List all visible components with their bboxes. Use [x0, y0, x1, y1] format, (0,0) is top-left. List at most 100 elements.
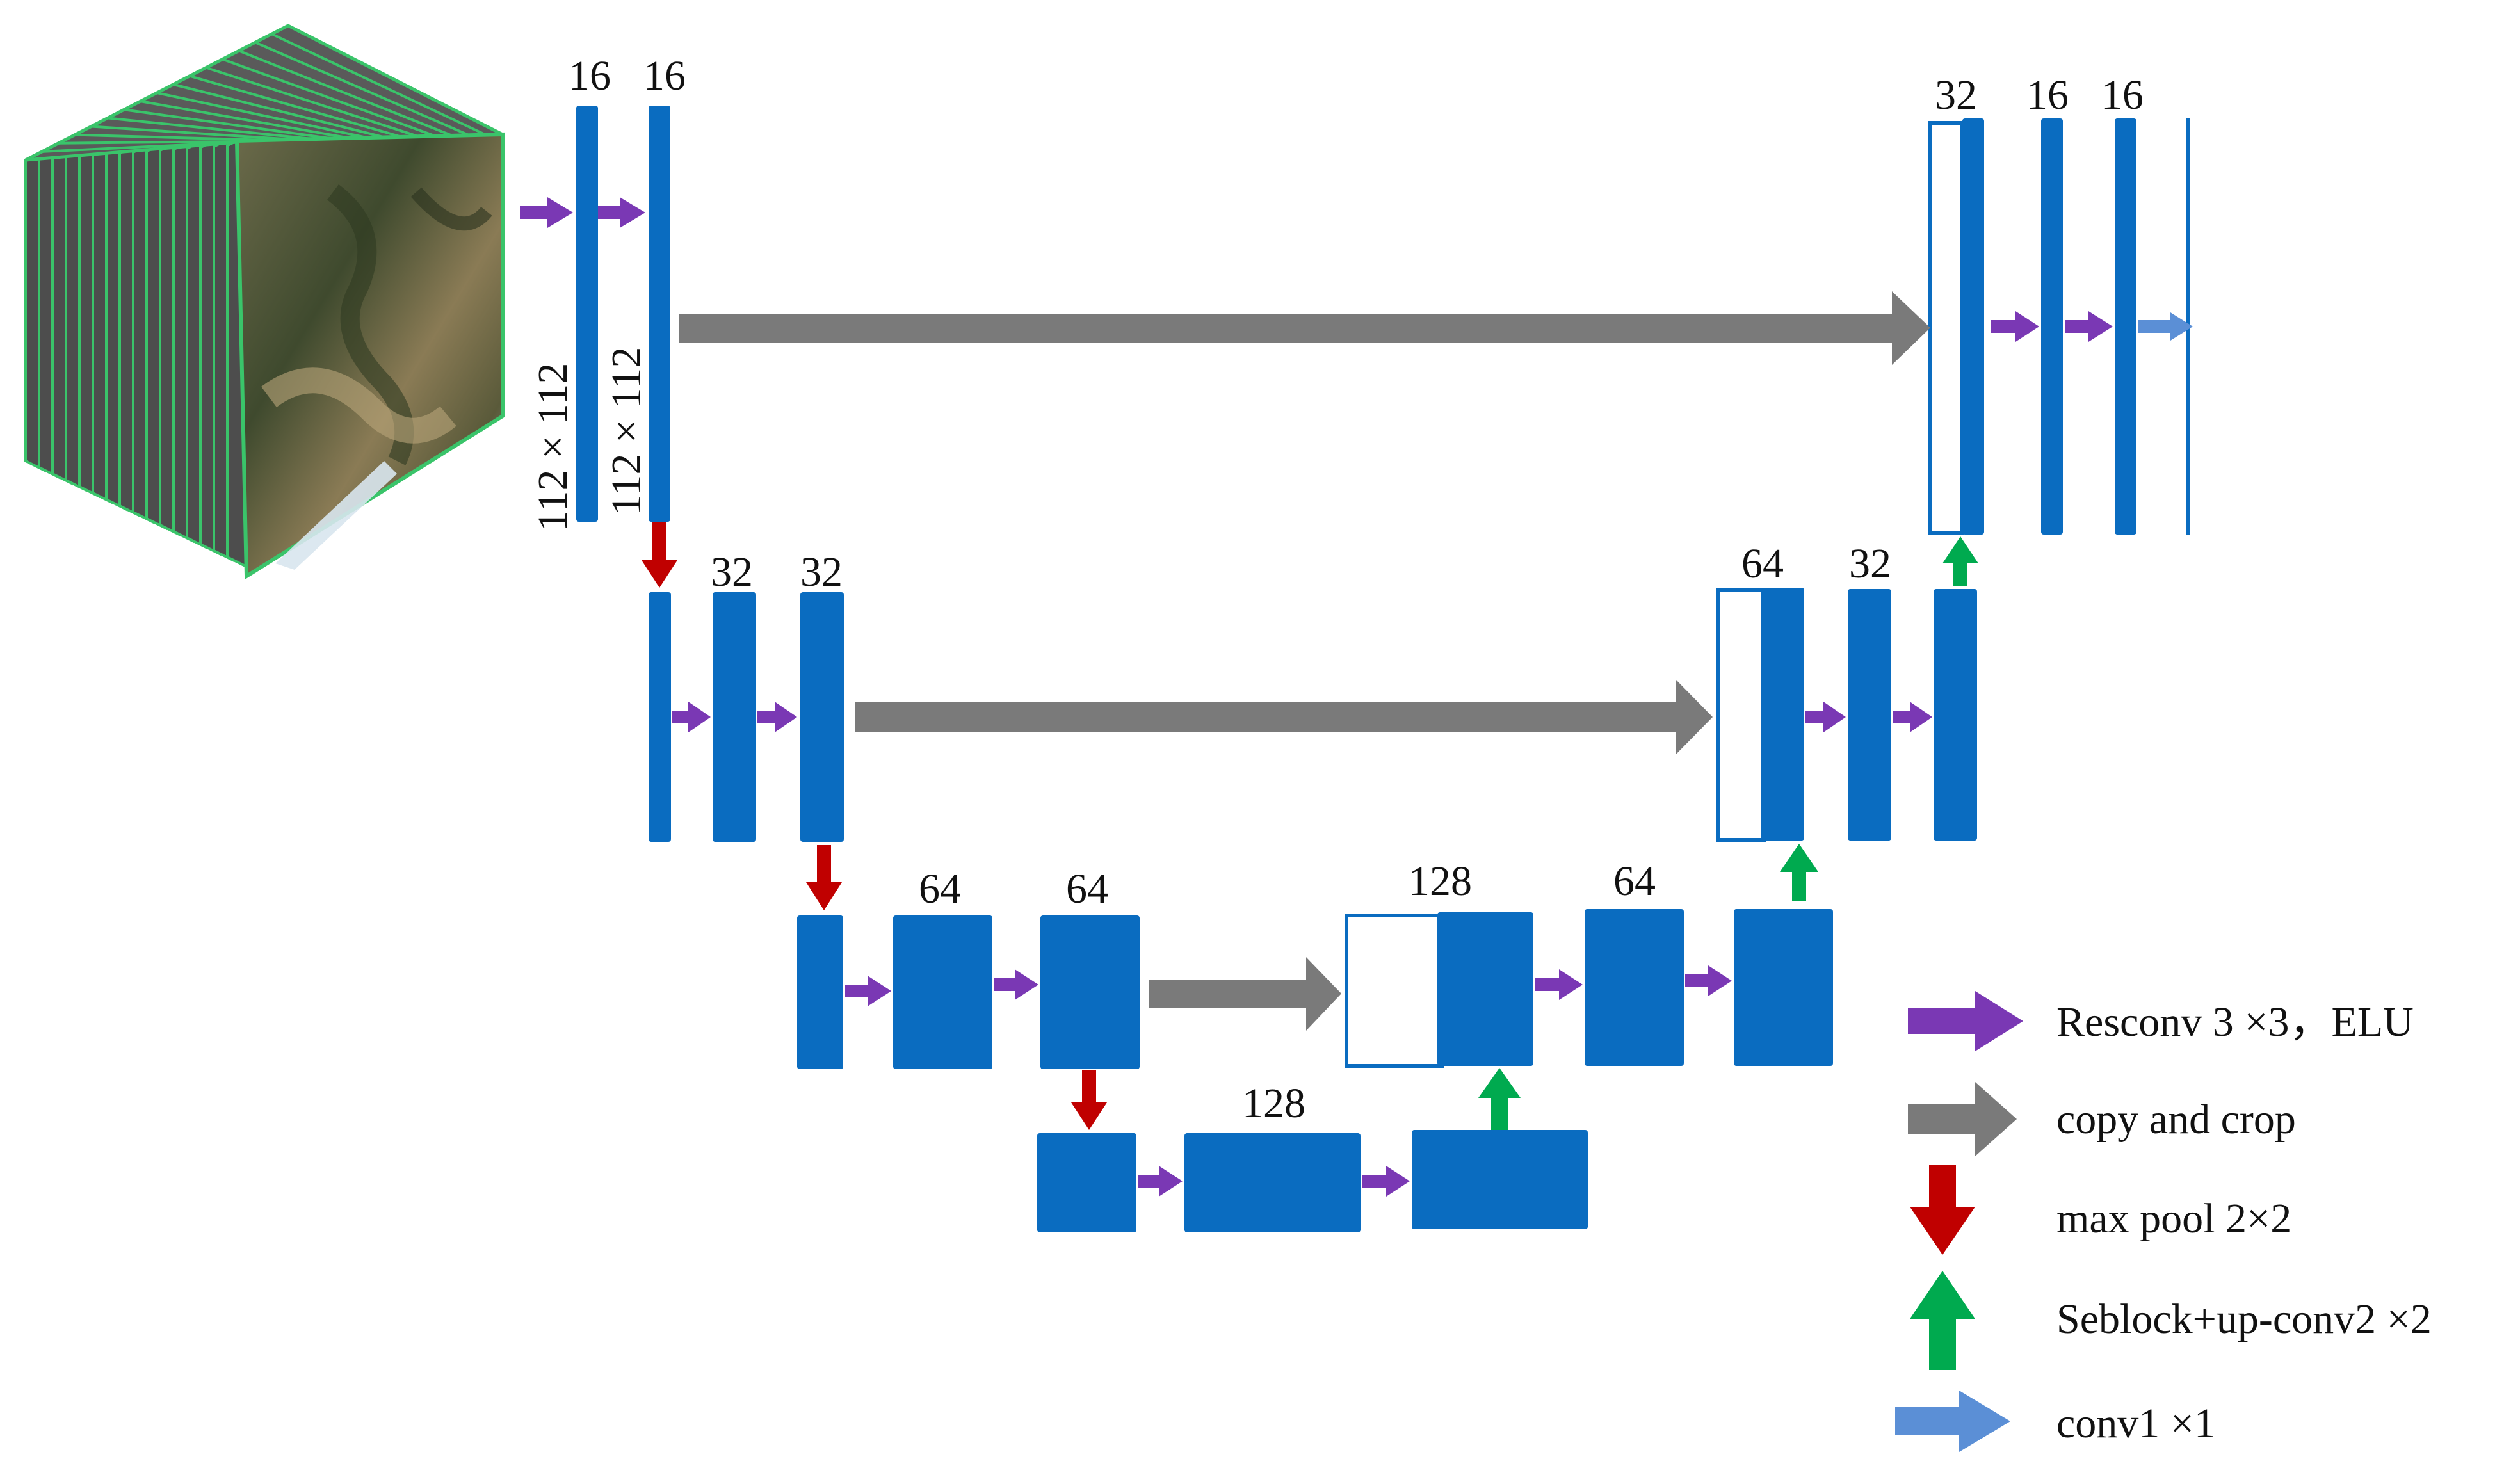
resconv-arrow-icon	[598, 197, 645, 228]
legend-label: Seblock+up-conv2 ×2	[2056, 1296, 2432, 1343]
dec3-concat-label: 128	[1409, 858, 1472, 905]
max-pool-arrows	[642, 522, 1107, 1130]
resconv-arrow-icon	[672, 702, 711, 732]
cube-top-slice-edge	[42, 140, 254, 153]
resconv-arrow-icon	[845, 976, 891, 1006]
legend: Resconv 3 ×3，ELU copy and crop max pool …	[1895, 991, 2432, 1452]
enc2-block-b	[800, 592, 844, 842]
bottleneck-block-pooled	[1037, 1133, 1136, 1232]
pool-arrow-icon	[642, 522, 677, 588]
enc1-block-a	[576, 106, 598, 522]
cube-top-slice-edge	[222, 58, 437, 138]
enc1-channel-label-a: 16	[569, 52, 611, 99]
legend-label: max pool 2×2	[2056, 1195, 2291, 1242]
up-arrow-icon	[1942, 536, 1978, 586]
satellite-image-stack-icon	[24, 24, 504, 569]
dec1-upconv-block	[1962, 118, 1984, 535]
pool-arrow-icon	[1071, 1070, 1107, 1130]
dec1-concat-label: 32	[1935, 72, 1977, 118]
enc1-size-label-b: 112 × 112	[603, 347, 650, 515]
cube-top-slice-edge	[58, 140, 270, 145]
cube-top-slice-edge	[124, 108, 337, 141]
cube-top-slice-edge	[156, 92, 370, 140]
legend-label: Resconv 3 ×3，ELU	[2056, 999, 2414, 1045]
legend-item-upconv: Seblock+up-conv2 ×2	[1910, 1271, 2432, 1370]
red-down-arrow-icon	[1910, 1165, 1975, 1255]
dec2-block-b	[1934, 589, 1977, 841]
cube-top-slice-edge	[206, 66, 420, 138]
legend-item-copy: copy and crop	[1908, 1082, 2296, 1156]
resconv-arrow-icon	[1362, 1166, 1410, 1197]
cube-top-slice-edge	[189, 74, 403, 139]
enc3-channel-label-b: 64	[1066, 866, 1108, 912]
enc3-block-b	[1040, 915, 1140, 1069]
resconv-arrow-icon	[2065, 311, 2113, 342]
enc2-channel-label-b: 32	[800, 549, 843, 595]
bottleneck-channel-label: 128	[1242, 1080, 1305, 1127]
cube-top-slice-edge	[173, 83, 387, 140]
dec2-copied-block	[1716, 588, 1766, 842]
resconv-arrow-icon	[1535, 969, 1583, 1000]
dec2-out-label: 32	[1849, 540, 1891, 587]
legend-label: conv1 ×1	[2056, 1400, 2215, 1447]
cube-top-slice-edge	[107, 117, 320, 141]
enc2-block-a	[713, 592, 756, 842]
bottleneck-block-b	[1412, 1130, 1588, 1229]
resconv-arrow-icon	[757, 702, 797, 732]
dec3-block-b	[1734, 909, 1833, 1066]
blue-arrow-icon	[1895, 1391, 2010, 1452]
enc3-block-pooled	[797, 915, 843, 1069]
copy-arrow-icon	[679, 291, 1930, 365]
enc2-block-pooled	[649, 592, 671, 842]
enc3-channel-label-a: 64	[919, 866, 961, 912]
dec3-block-a	[1585, 909, 1684, 1066]
cube-top-slice-edge	[140, 100, 353, 140]
enc3-block-a	[893, 915, 992, 1069]
up-arrow-icon	[1478, 1068, 1521, 1130]
resconv-arrow-icon	[1685, 965, 1732, 996]
cube-top-slice-edge	[238, 49, 453, 138]
green-up-arrow-icon	[1910, 1271, 1975, 1370]
purple-arrow-icon	[1908, 991, 2023, 1051]
bottleneck-block-a	[1184, 1133, 1361, 1232]
dec3-copied-block	[1345, 914, 1444, 1068]
legend-label: copy and crop	[2056, 1096, 2296, 1143]
dec2-block-a	[1848, 589, 1891, 841]
satellite-image-face	[234, 132, 505, 580]
dec1-channel-label-b: 16	[2101, 72, 2144, 118]
cube-top-slice-edge	[254, 41, 470, 137]
dec1-copied-block	[1928, 121, 1964, 535]
gray-arrow-icon	[1908, 1082, 2017, 1156]
dec1-block-b	[2115, 118, 2136, 535]
conv1-arrow-icon	[2138, 312, 2193, 341]
resconv-arrow-icon	[1805, 702, 1846, 732]
up-arrow-icon	[1780, 844, 1818, 901]
copy-and-crop-arrows	[679, 291, 1930, 1031]
resconv-arrow-icon	[1138, 1166, 1183, 1197]
cube-top-slice-edge	[91, 125, 303, 141]
resconv-arrow-icon	[1991, 311, 2039, 342]
resconv-arrow-icon	[994, 969, 1038, 1000]
legend-item-conv1: conv1 ×1	[1895, 1391, 2215, 1452]
dec1-block-a	[2041, 118, 2063, 535]
pool-arrow-icon	[806, 845, 842, 910]
enc2-channel-label-a: 32	[711, 549, 753, 595]
copy-arrow-icon	[855, 680, 1713, 754]
dec3-upconv-block	[1437, 912, 1533, 1066]
resconv-arrows	[520, 197, 2113, 1197]
enc1-size-label-a: 112 × 112	[529, 363, 576, 531]
dec1-channel-label-a: 16	[2026, 72, 2069, 118]
upconv-arrows	[1478, 536, 1978, 1130]
copy-arrow-icon	[1149, 957, 1341, 1031]
dec2-upconv-block	[1761, 588, 1804, 841]
enc1-channel-label-b: 16	[643, 52, 686, 99]
legend-item-maxpool: max pool 2×2	[1910, 1165, 2291, 1255]
resconv-arrow-icon	[1893, 702, 1932, 732]
enc1-block-b	[649, 106, 670, 522]
legend-item-resconv: Resconv 3 ×3，ELU	[1908, 991, 2414, 1051]
dec2-concat-label: 64	[1741, 540, 1784, 587]
resconv-arrow-icon	[520, 197, 573, 228]
dec3-out-label: 64	[1613, 858, 1656, 905]
input-image-cube	[24, 24, 505, 580]
